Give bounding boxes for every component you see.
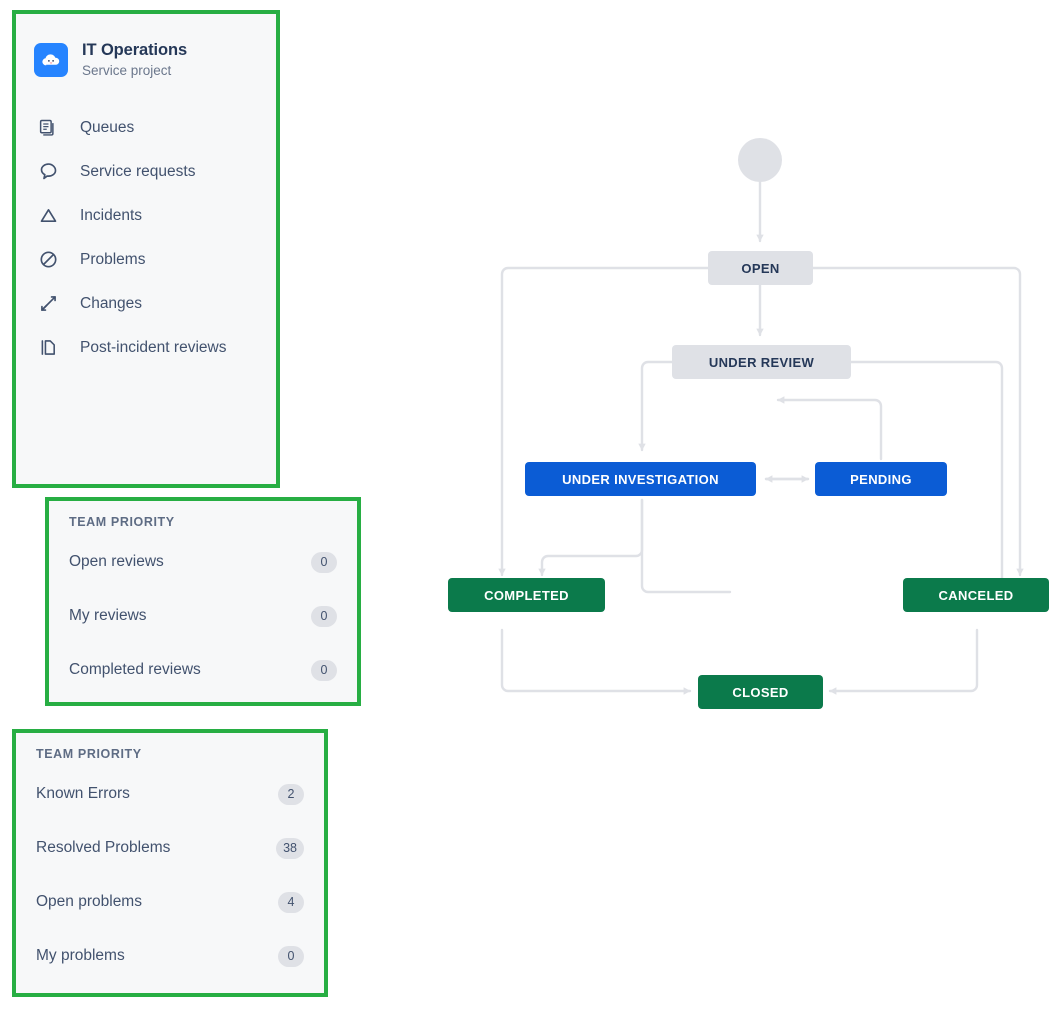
list-item[interactable]: Open reviews 0	[49, 535, 357, 589]
list-item[interactable]: Completed reviews 0	[49, 643, 357, 697]
workflow-node-open[interactable]: OPEN	[708, 251, 813, 285]
sidebar-item-incidents[interactable]: Incidents	[16, 194, 276, 238]
list-item-label: Known Errors	[36, 785, 130, 802]
sidebar-item-label: Queues	[80, 118, 135, 136]
project-subtitle: Service project	[82, 62, 172, 78]
start-circle	[738, 138, 782, 182]
list-item-label: Open reviews	[69, 553, 164, 570]
workflow-diagram: OPEN UNDER REVIEW UNDER INVESTIGATION PE…	[430, 110, 1055, 740]
list-item-count: 4	[278, 891, 304, 913]
circle-slash-icon	[36, 248, 60, 272]
list-item-count: 0	[278, 945, 304, 967]
cloud-avatar-icon	[34, 42, 68, 77]
sidebar-item-post-incident-reviews[interactable]: Post-incident reviews	[16, 326, 276, 370]
swap-arrows-icon	[36, 292, 60, 316]
panel-heading: TEAM PRIORITY	[69, 515, 175, 529]
workflow-node-under-investigation[interactable]: UNDER INVESTIGATION	[525, 462, 756, 496]
project-header[interactable]: IT Operations Service project	[16, 14, 276, 80]
list-item-count: 0	[311, 551, 337, 573]
list-item[interactable]: Known Errors 2	[16, 767, 324, 821]
sidebar-item-service-requests[interactable]: Service requests	[16, 150, 276, 194]
workflow-node-completed[interactable]: COMPLETED	[448, 578, 605, 612]
list-item-count: 0	[311, 659, 337, 681]
sidebar-item-label: Post-incident reviews	[80, 338, 227, 356]
sidebar-item-label: Service requests	[80, 162, 196, 180]
list-item[interactable]: My problems 0	[16, 929, 324, 983]
list-item-count: 0	[311, 605, 337, 627]
sidebar-item-label: Problems	[80, 250, 146, 268]
workflow-connectors	[498, 180, 1024, 695]
sidebar-item-label: Changes	[80, 294, 143, 312]
project-title: IT Operations	[82, 41, 188, 59]
queues-icon	[36, 116, 60, 140]
triangle-icon	[36, 204, 60, 228]
workflow-node-canceled[interactable]: CANCELED	[903, 578, 1049, 612]
problems-list: Known Errors 2 Resolved Problems 38 Open…	[16, 767, 324, 983]
workflow-node-under-review[interactable]: UNDER REVIEW	[672, 345, 851, 379]
list-item-count: 2	[278, 783, 304, 805]
sidebar-item-changes[interactable]: Changes	[16, 282, 276, 326]
speech-bubble-icon	[36, 160, 60, 184]
panel-heading: TEAM PRIORITY	[36, 747, 142, 761]
list-item[interactable]: Open problems 4	[16, 875, 324, 929]
list-item-label: My problems	[36, 947, 125, 964]
list-item-label: Completed reviews	[69, 661, 201, 678]
list-item[interactable]: Resolved Problems 38	[16, 821, 324, 875]
workflow-node-pending[interactable]: PENDING	[815, 462, 947, 496]
list-item[interactable]: My reviews 0	[49, 589, 357, 643]
list-item-label: My reviews	[69, 607, 147, 624]
documents-icon	[36, 336, 60, 360]
list-item-count: 38	[276, 837, 304, 859]
list-item-label: Resolved Problems	[36, 839, 171, 856]
reviews-list: Open reviews 0 My reviews 0 Completed re…	[49, 535, 357, 697]
sidebar-item-problems[interactable]: Problems	[16, 238, 276, 282]
list-item-label: Open problems	[36, 893, 142, 910]
workflow-node-closed[interactable]: CLOSED	[698, 675, 823, 709]
problems-priority-panel: TEAM PRIORITY Known Errors 2 Resolved Pr…	[12, 729, 328, 997]
reviews-priority-panel: TEAM PRIORITY Open reviews 0 My reviews …	[45, 497, 361, 706]
sidebar-nav: Queues Service requests Incidents	[16, 106, 276, 370]
sidebar-panel: IT Operations Service project Queues Ser…	[12, 10, 280, 488]
sidebar-item-queues[interactable]: Queues	[16, 106, 276, 150]
sidebar-item-label: Incidents	[80, 206, 143, 224]
